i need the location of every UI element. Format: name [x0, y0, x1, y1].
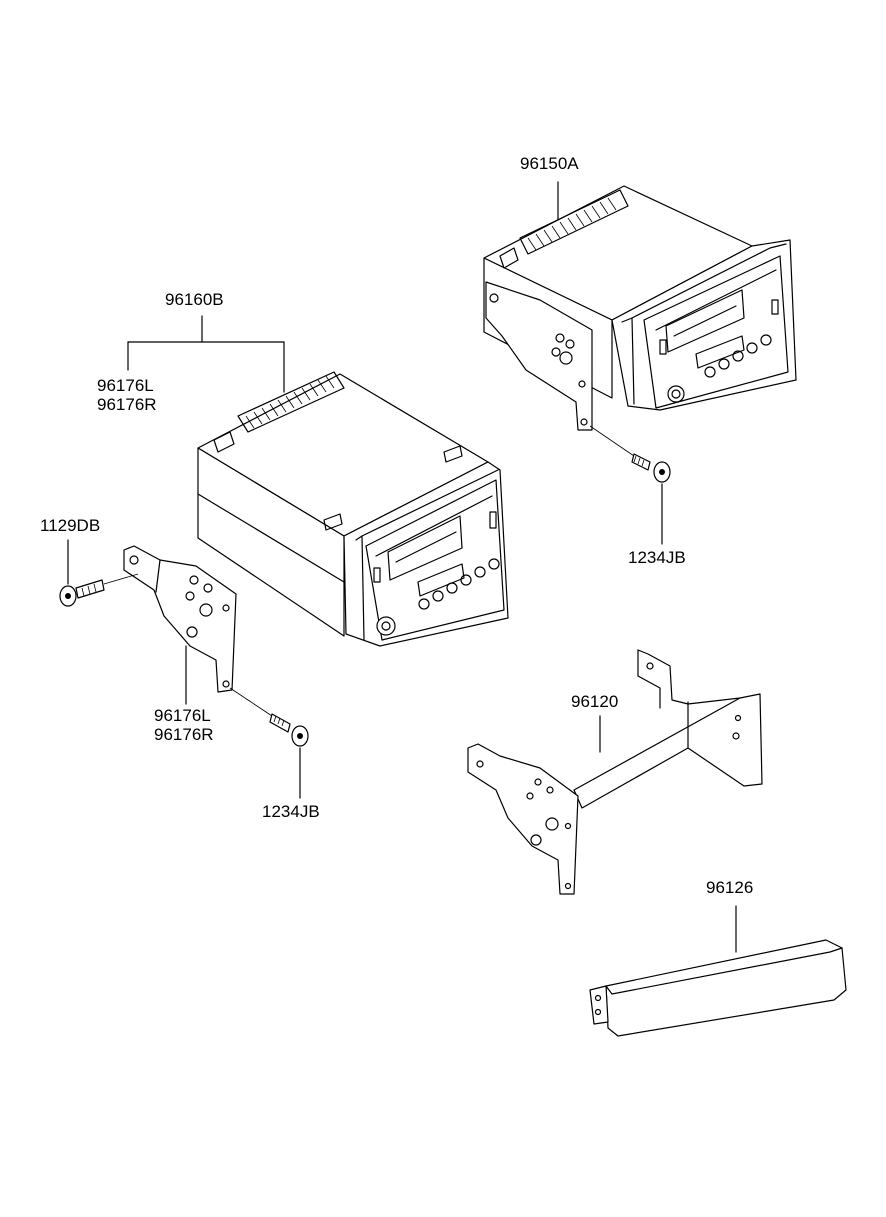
vent-grille: [519, 189, 629, 255]
screw-1234jb-left: [229, 687, 309, 747]
label-96176r-upper: 96176R: [97, 395, 157, 414]
screw-1129db: [59, 573, 139, 607]
vent-grille: [237, 371, 345, 433]
label-96176l-lower: 96176L: [154, 706, 211, 725]
storage-pocket-96126: [589, 939, 847, 1037]
label-1129db: 1129DB: [40, 516, 101, 535]
label-96120: 96120: [571, 692, 619, 711]
side-bracket-left: [123, 545, 237, 693]
label-96160b: 96160B: [165, 290, 224, 309]
audio-unit-96150a: [483, 185, 797, 431]
label-96176l-upper: 96176L: [97, 376, 154, 395]
screw-1234jb-right: [589, 425, 671, 483]
audio-unit-96160b: [197, 371, 509, 647]
label-96176r-lower: 96176R: [154, 725, 214, 744]
label-1234jb-left: 1234JB: [262, 802, 320, 821]
label-96126: 96126: [706, 878, 754, 897]
label-1234jb-right: 1234JB: [628, 548, 686, 567]
label-96150a: 96150A: [520, 154, 579, 173]
support-bracket-96120: [467, 649, 763, 895]
